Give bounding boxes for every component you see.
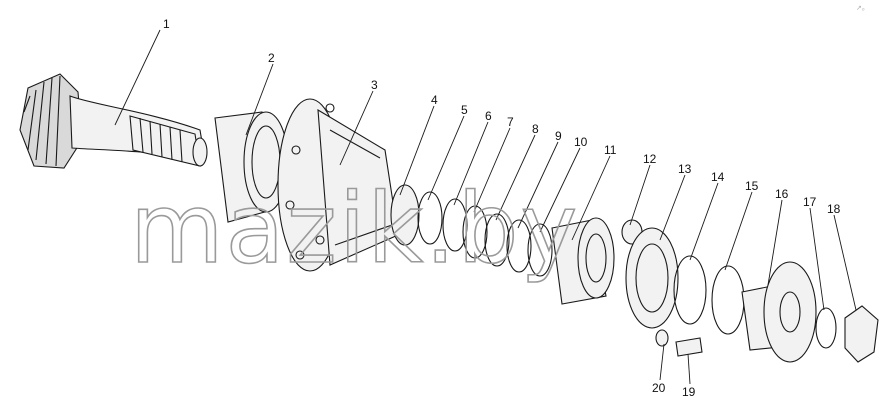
callout-6: 6 — [485, 109, 492, 123]
part-13-cover — [625, 227, 679, 329]
callout-12: 12 — [643, 152, 657, 166]
part-5-ring — [417, 191, 443, 245]
callout-13: 13 — [678, 162, 692, 176]
callout-18: 18 — [827, 202, 841, 216]
callout-19: 19 — [682, 385, 696, 399]
callout-4: 4 — [431, 93, 438, 107]
part-2-bearing — [214, 111, 289, 223]
callout-7: 7 — [507, 115, 514, 129]
part-17-washer — [815, 307, 837, 349]
part-7-ring — [462, 205, 488, 259]
callout-17: 17 — [803, 195, 817, 209]
part-20-washer — [655, 329, 669, 347]
callout-16: 16 — [775, 187, 789, 201]
part-14-seal — [673, 255, 707, 325]
parts-12-15-cover — [621, 219, 745, 335]
part-1-pinion-shaft — [19, 73, 208, 169]
callout-3: 3 — [371, 78, 378, 92]
callout-11: 11 — [604, 143, 617, 157]
part-19-pin — [675, 337, 703, 357]
part-11-bearing — [551, 217, 615, 305]
part-4-sleeve — [390, 184, 420, 246]
callout-8: 8 — [532, 122, 539, 136]
part-10-ring — [527, 223, 553, 277]
callout-1: 1 — [163, 17, 170, 31]
callout-14: 14 — [711, 170, 725, 184]
part-6-ring — [442, 198, 468, 252]
part-15-seal — [711, 265, 745, 335]
callout-numbers: 1 2 3 4 5 6 7 8 9 10 11 12 13 14 15 16 1… — [163, 17, 841, 399]
callout-15: 15 — [745, 179, 759, 193]
callout-10: 10 — [574, 135, 588, 149]
part-16-flange — [741, 261, 817, 363]
leader-lines — [114, 29, 857, 385]
callout-20: 20 — [652, 381, 666, 395]
parts-19-20 — [655, 329, 703, 357]
part-9-ring — [506, 219, 532, 273]
part-18-nut — [844, 305, 879, 363]
part-8-ring — [484, 213, 510, 267]
watermark: mazik.by — [130, 173, 579, 285]
callout-2: 2 — [268, 51, 275, 65]
part-3-housing — [277, 98, 399, 272]
callout-5: 5 — [461, 103, 468, 117]
callout-9: 9 — [555, 129, 562, 143]
rings-4-10 — [390, 184, 553, 277]
parts-17-18-washer-nut — [815, 305, 879, 363]
corner-mark: ↗ₒ — [856, 5, 865, 12]
